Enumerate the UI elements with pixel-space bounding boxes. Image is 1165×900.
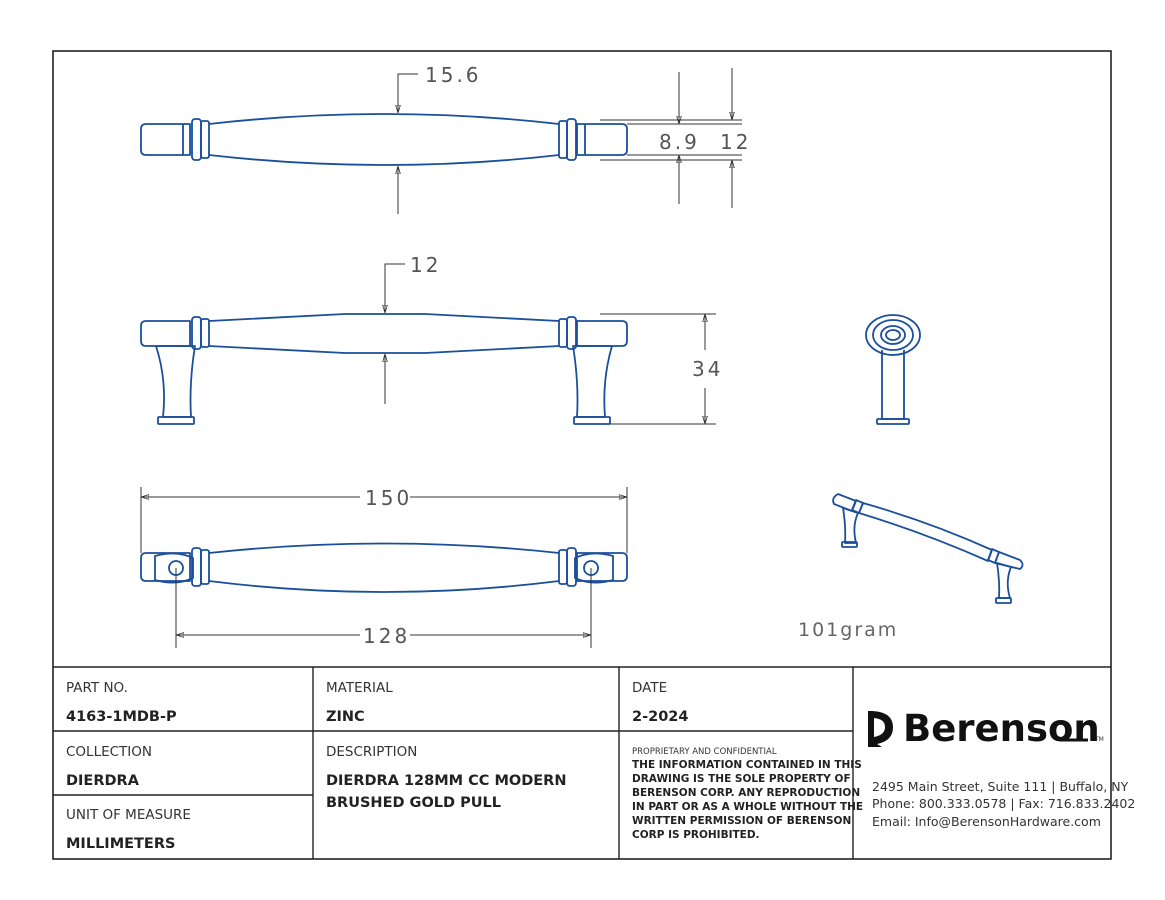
dim-top-max-diameter: 15.6 bbox=[425, 63, 482, 87]
confidential-line: IN PART OR AS A WHOLE WITHOUT THE bbox=[632, 801, 863, 813]
dim-center-to-center: 128 bbox=[363, 624, 410, 648]
material-value: ZINC bbox=[326, 709, 365, 725]
company-address: 2495 Main Street, Suite 111 | Buffalo, N… bbox=[872, 779, 1129, 794]
front-view-dimensions bbox=[385, 263, 716, 425]
sheet-border bbox=[52, 50, 1112, 860]
dim-side-height: 34 bbox=[692, 357, 723, 381]
confidential-line: WRITTEN PERMISSION OF BERENSON bbox=[632, 815, 851, 827]
part-weight: 101gram bbox=[798, 619, 898, 641]
confidential-line: DRAWING IS THE SOLE PROPERTY OF bbox=[632, 773, 851, 785]
trademark: TM bbox=[1094, 736, 1104, 743]
unit-value: MILLIMETERS bbox=[66, 836, 175, 852]
top-view bbox=[140, 113, 628, 166]
title-block bbox=[53, 666, 1111, 859]
dim-side-center: 12 bbox=[410, 253, 441, 277]
company-phone: Phone: 800.333.0578 | Fax: 716.833.2402 bbox=[872, 796, 1135, 811]
top-view-dimensions bbox=[398, 68, 742, 214]
unit-label: UNIT OF MEASURE bbox=[66, 807, 191, 823]
end-view bbox=[865, 314, 921, 425]
confidential-line: THE INFORMATION CONTAINED IN THIS bbox=[632, 759, 862, 771]
date-label: DATE bbox=[632, 680, 667, 696]
isometric-view bbox=[832, 493, 1024, 604]
company-name: Berenson bbox=[903, 707, 1100, 750]
dim-top-end-small: 8.9 bbox=[659, 130, 700, 154]
confidential-line: BERENSON CORP. ANY REPRODUCTION bbox=[632, 787, 860, 799]
confidential-line: CORP IS PROHIBITED. bbox=[632, 829, 760, 841]
confidential-label: PROPRIETARY AND CONFIDENTIAL bbox=[632, 747, 777, 757]
date-value: 2-2024 bbox=[632, 709, 688, 725]
description-label: DESCRIPTION bbox=[326, 744, 417, 760]
front-view bbox=[140, 313, 628, 425]
description-line-2: BRUSHED GOLD PULL bbox=[326, 795, 501, 811]
bottom-view bbox=[140, 542, 628, 593]
collection-value: DIERDRA bbox=[66, 773, 140, 789]
collection-label: COLLECTION bbox=[66, 744, 152, 760]
description-line-1: DIERDRA 128MM CC MODERN bbox=[326, 773, 566, 789]
company-email: Email: Info@BerensonHardware.com bbox=[872, 814, 1101, 829]
part-no-label: PART NO. bbox=[66, 680, 128, 696]
bottom-view-dimensions bbox=[140, 487, 628, 648]
part-no-value: 4163-1MDB-P bbox=[66, 709, 177, 725]
berenson-logo: Berenson TM bbox=[868, 707, 1104, 750]
dim-top-end-large: 12 bbox=[720, 130, 751, 154]
material-label: MATERIAL bbox=[326, 680, 393, 696]
dim-overall-length: 150 bbox=[365, 486, 412, 510]
berenson-logo-icon bbox=[868, 711, 893, 747]
